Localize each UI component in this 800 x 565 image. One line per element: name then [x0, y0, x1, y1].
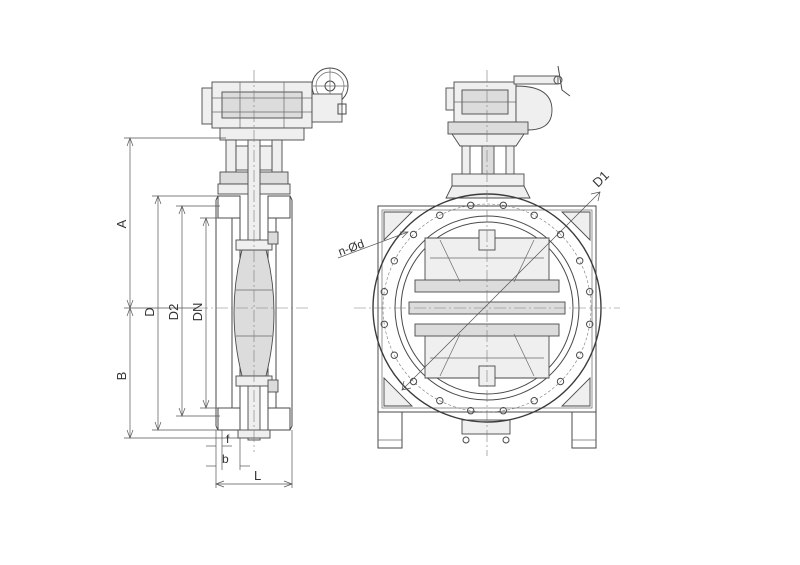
dim-label-n-od: n-Ød: [336, 237, 366, 259]
bolt-hole: [530, 211, 538, 220]
foot-right: [571, 411, 597, 449]
bolt-hole: [576, 351, 584, 359]
side-section-view: A B D D2 DN f b L: [114, 67, 349, 488]
bolt-hole: [467, 407, 475, 415]
corner-gusset: [383, 211, 414, 242]
bolt-hole: [380, 288, 388, 296]
bolt-hole: [467, 201, 475, 210]
foot-left: [377, 411, 403, 449]
dim-n-od-leader: [337, 231, 409, 259]
bolt-hole: [390, 351, 398, 359]
corner-gusset: [560, 211, 591, 242]
bolt-hole: [556, 377, 565, 386]
front-gearbox: [445, 65, 571, 147]
bolt-hole: [586, 288, 594, 296]
corner-gusset: [560, 376, 591, 407]
bolt-hole: [530, 397, 538, 405]
dim-label-b: b: [222, 452, 229, 466]
bolt-hole: [576, 257, 584, 265]
front-view: D1 n-Ød: [336, 65, 620, 456]
dim-label-f: f: [226, 432, 230, 446]
bolt-hole: [409, 377, 418, 386]
side-gearbox: [201, 67, 349, 141]
dim-label-L: L: [254, 468, 261, 483]
bolt-hole: [390, 257, 398, 265]
dim-label-D: D: [142, 307, 157, 316]
dim-label-D2: D2: [166, 304, 181, 321]
dim-label-DN: DN: [190, 303, 205, 322]
bolt-hole: [436, 397, 444, 405]
bolt-hole: [380, 320, 388, 328]
bolt-hole: [499, 407, 507, 415]
side-disc: [233, 231, 279, 393]
bolt-hole: [409, 230, 418, 239]
corner-gusset: [383, 376, 414, 407]
side-dimensions: [124, 137, 293, 488]
bolt-hole: [586, 320, 594, 328]
bolt-hole: [499, 201, 507, 210]
front-bracket: [445, 145, 531, 199]
dim-D1: [401, 191, 601, 391]
dim-label-D1: D1: [590, 168, 612, 190]
bolt-hole: [436, 211, 444, 220]
dim-label-A: A: [114, 219, 129, 228]
dim-label-B: B: [114, 372, 129, 381]
